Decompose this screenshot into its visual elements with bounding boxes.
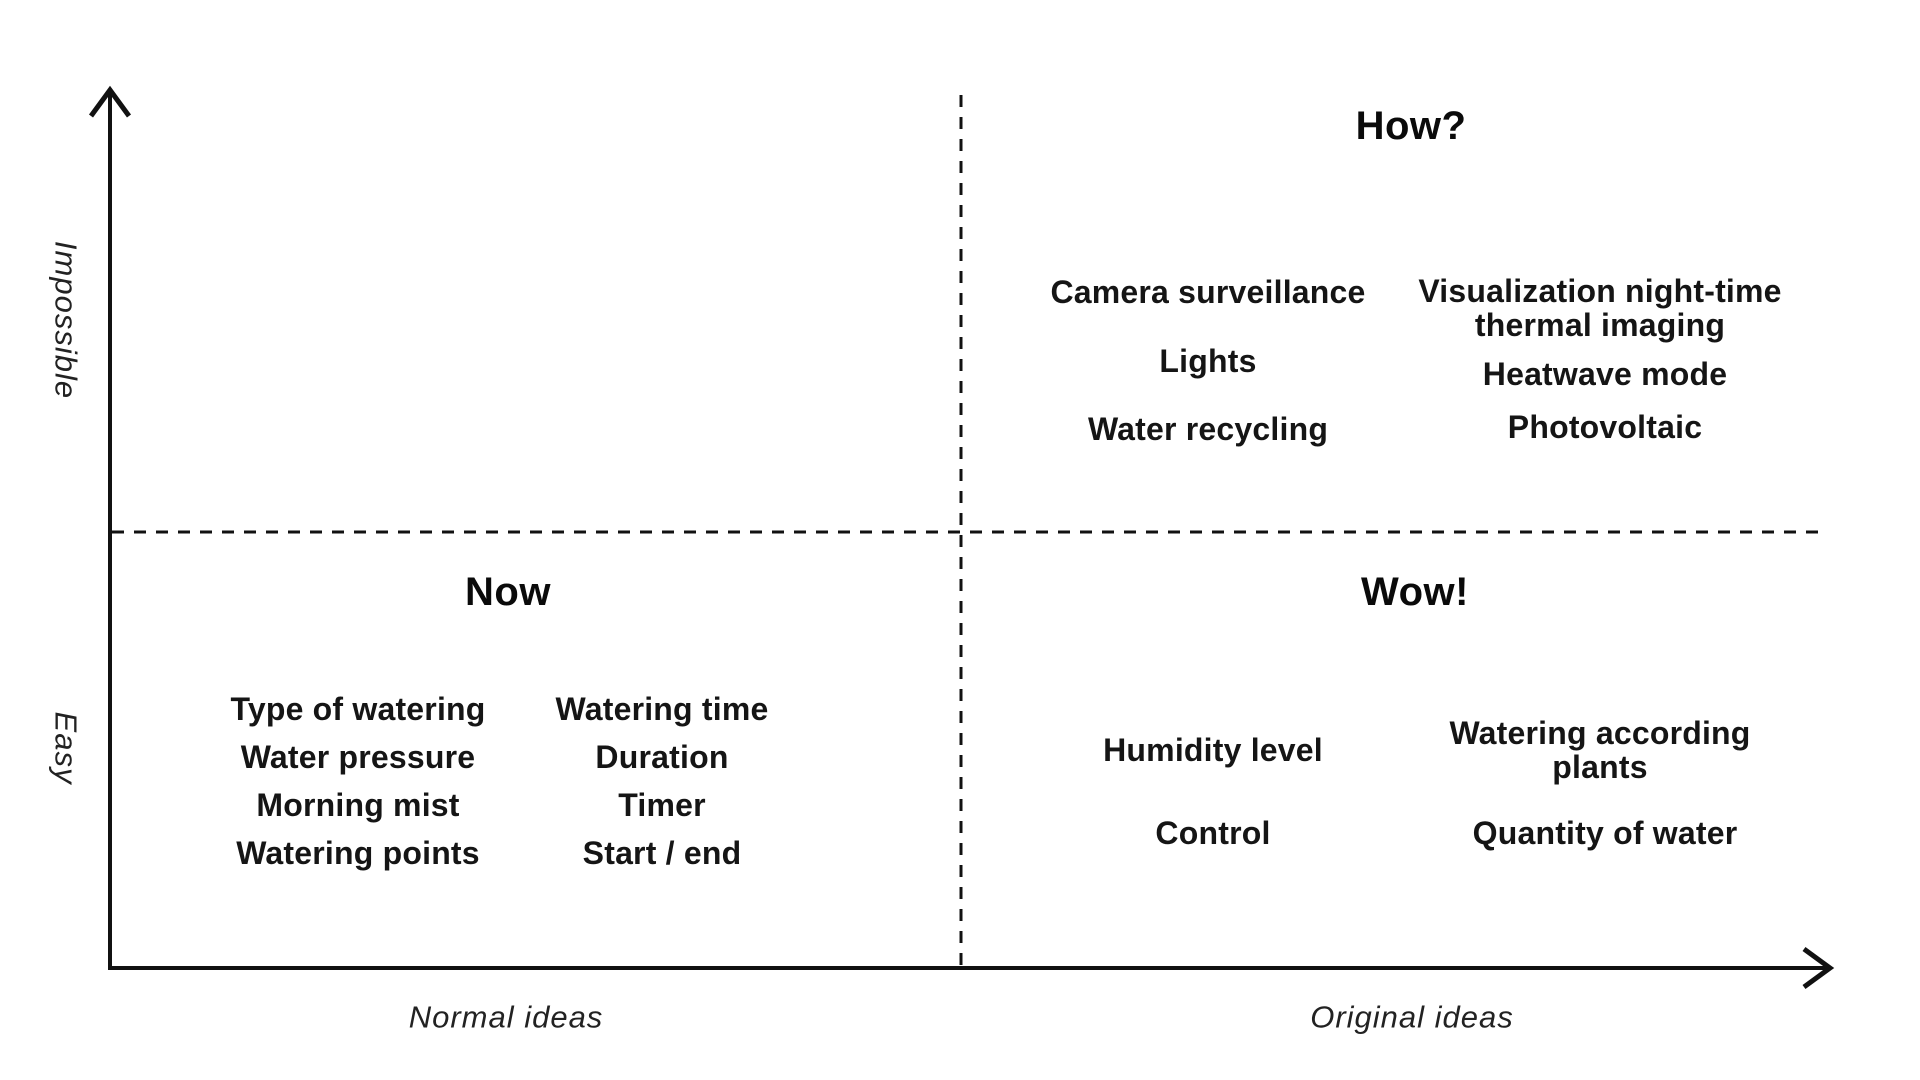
idea-item: Watering time (555, 691, 769, 727)
idea-item: Visualization night-time thermal imaging (1418, 273, 1782, 343)
x-axis-right-label: Original ideas (1310, 999, 1514, 1035)
idea-item: Water pressure (240, 739, 476, 775)
y-axis-arrowhead-icon (88, 85, 132, 118)
y-axis-bottom-label: Easy (48, 711, 84, 785)
idea-item: Water recycling (1087, 411, 1329, 447)
idea-item: Morning mist (256, 787, 460, 823)
idea-item: Camera surveillance (1050, 274, 1366, 310)
x-axis-left-label: Normal ideas (408, 999, 604, 1035)
idea-item: Photovoltaic (1507, 409, 1703, 445)
idea-item: Heatwave mode (1482, 356, 1728, 392)
x-axis-arrowhead-icon (1802, 946, 1835, 990)
idea-item: Duration (595, 739, 729, 775)
quadrant-title-how: How? (1355, 104, 1467, 148)
quadrant-title-wow: Wow! (1361, 570, 1469, 614)
quadrant-title-now: Now (465, 570, 551, 614)
idea-item: Lights (1159, 343, 1257, 379)
y-axis-top-label: Impossible (48, 240, 84, 400)
idea-item: Watering according plants (1449, 715, 1751, 785)
idea-item: Timer (618, 787, 706, 823)
idea-item: Type of watering (230, 691, 486, 727)
idea-item: Start / end (582, 835, 742, 871)
idea-item: Humidity level (1103, 732, 1323, 768)
idea-item: Control (1155, 815, 1271, 851)
idea-item: Quantity of water (1472, 815, 1738, 851)
idea-item: Watering points (236, 835, 480, 871)
